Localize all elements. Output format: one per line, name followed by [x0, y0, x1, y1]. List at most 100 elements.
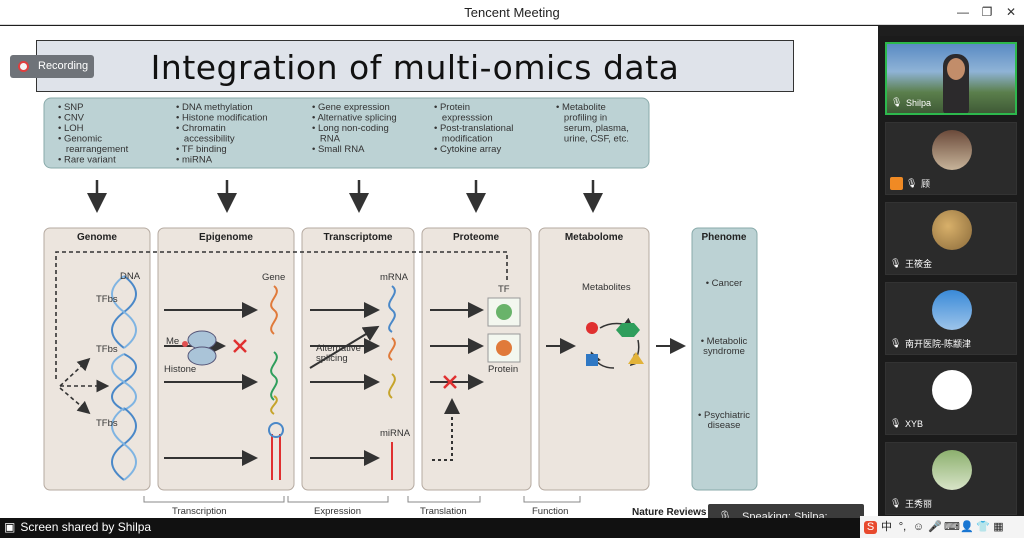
participant-tile[interactable]: 🎙 王秀丽 [885, 442, 1017, 515]
input-list-item: • miRNA [176, 155, 213, 166]
voice-icon[interactable]: 🎤 [928, 520, 942, 533]
column-title-proteome: Proteome [453, 232, 500, 243]
multi-omics-diagram: • SNP• CNV• LOH• Genomic rearrangement• … [43, 97, 758, 503]
input-list-genome: • SNP• CNV• LOH• Genomic rearrangement• … [58, 102, 129, 166]
restore-icon[interactable]: ❐ [981, 5, 993, 19]
emoji-icon[interactable]: ☺ [912, 520, 925, 533]
input-list-transcriptome: • Gene expression• Alternative splicing•… [312, 102, 397, 155]
slide-title-box: Integration of multi-omics data [36, 40, 794, 92]
avatar [932, 210, 972, 250]
sogou-icon[interactable]: S [864, 520, 877, 534]
column-proteome [421, 227, 532, 491]
input-list-item: • Gene expression [312, 102, 390, 113]
ime-language-toggle[interactable]: 中 [881, 520, 892, 533]
input-list-item: profiling in [556, 113, 607, 124]
feedback-arrow [59, 357, 91, 387]
slide-title: Integration of multi-omics data [150, 48, 680, 87]
recording-badge[interactable]: Recording [10, 55, 94, 78]
avatar [932, 130, 972, 170]
input-list-item: expresssion [434, 113, 493, 124]
bracket-transcription [143, 496, 285, 503]
participant-tile[interactable]: 🎙 XYB [885, 362, 1017, 435]
input-list-item: • Rare variant [58, 155, 116, 166]
ime-tray[interactable]: S 中 °, ☺ 🎤 ⌨ 👤 👕 ▦ [860, 516, 1024, 538]
blocked-icon [233, 339, 247, 353]
participant-name: XYB [905, 418, 924, 429]
tf-label: TF [498, 284, 510, 295]
process-transcription: Transcription [172, 506, 227, 517]
column-phenome [691, 227, 758, 491]
close-icon[interactable]: ✕ [1005, 5, 1017, 19]
metabolite-square [586, 354, 598, 366]
screen-shared-status: ▣ Screen shared by Shilpa [4, 520, 151, 534]
blocked-icon [443, 375, 457, 389]
input-list-item: • Chromatin [176, 123, 226, 134]
host-icon [890, 177, 903, 190]
input-list-item: • Post-translational [434, 123, 513, 134]
participant-name-row: 🎙 Shilpa [891, 95, 931, 110]
avatar [932, 290, 972, 330]
toolbox-icon[interactable]: ▦ [993, 520, 1004, 533]
participant-name: 南开医院-陈颛津 [905, 339, 971, 349]
mic-muted-icon: 🎙 [890, 257, 902, 268]
input-list-item: rearrangement [58, 144, 129, 155]
input-list-item: • Genomic [58, 134, 102, 145]
mirna-hairpin [271, 434, 281, 480]
input-list-item: urine, CSF, etc. [556, 134, 629, 145]
tfbs-label: TFbs [96, 294, 118, 305]
process-function: Function [532, 506, 569, 517]
input-list-item: • Alternative splicing [312, 113, 397, 124]
input-list-metabolome: • Metabolite profiling in serum, plasma,… [556, 102, 629, 145]
me-label: Me [166, 336, 179, 347]
bracket-translation [407, 496, 481, 503]
input-list-item: • Protein [434, 102, 470, 113]
metabolite-hexagon [616, 323, 640, 337]
keyboard-icon[interactable]: ⌨ [944, 520, 960, 533]
mic-muted-icon: 🎙 [890, 417, 902, 428]
feedback-arrow [59, 387, 91, 415]
input-list-item: • CNV [58, 113, 85, 124]
avatar [932, 370, 972, 410]
input-list-item: • TF binding [176, 144, 227, 155]
participant-tile[interactable]: 🎙 南开医院-陈颛津 [885, 282, 1017, 355]
input-list-item: RNA [312, 134, 341, 145]
phenome-metabolic: • Metabolic [701, 336, 748, 347]
phenome-psychiatric: • Psychiatric [698, 410, 750, 421]
participant-tile[interactable]: 🎙 Shilpa [885, 42, 1017, 115]
participant-panel: 🎙 Shilpa 🎙 顾 🎙 王筱金 🎙 南开医院-陈颛津 [880, 36, 1024, 518]
face [947, 58, 965, 80]
shared-screen: Integration of multi-omics data Recordin… [0, 26, 878, 518]
column-title-epigenome: Epigenome [199, 232, 253, 243]
histone-label: Histone [164, 364, 196, 375]
dna-helix-1 [111, 275, 137, 349]
avatar [932, 450, 972, 490]
flow-arrow [309, 325, 380, 369]
participant-tile[interactable]: 🎙 顾 [885, 122, 1017, 195]
alternative-label: Alternative [316, 343, 361, 354]
protein-label: Protein [488, 364, 518, 375]
input-list-item: • Histone modification [176, 113, 268, 124]
skin-icon[interactable]: 👕 [976, 520, 990, 533]
input-list-item: • LOH [58, 123, 84, 134]
process-expression: Expression [314, 506, 361, 517]
metabolite-triangle [628, 352, 644, 364]
feedback-path [55, 251, 508, 380]
recording-label: Recording [38, 60, 89, 72]
participant-name-row: 🎙 王筱金 [890, 256, 932, 271]
mrna-strands [388, 285, 396, 480]
phenome-syndrome: syndrome [703, 346, 745, 357]
protein-motif [496, 304, 512, 320]
dna-helix-3 [111, 407, 137, 481]
punctuation-icon[interactable]: °, [898, 520, 907, 533]
user-icon[interactable]: 👤 [960, 520, 974, 533]
minimize-icon[interactable]: — [957, 5, 969, 19]
bracket-expression [287, 496, 389, 503]
metabolite-circle [586, 322, 598, 334]
input-list-item: modification [434, 134, 493, 145]
participant-tile[interactable]: 🎙 王筱金 [885, 202, 1017, 275]
phenome-disease: disease [708, 420, 741, 431]
input-list-proteome: • Protein expresssion• Post-translationa… [434, 102, 513, 155]
multi-omics-figure: • SNP• CNV• LOH• Genomic rearrangement• … [40, 96, 765, 517]
dna-helix-2 [111, 353, 137, 411]
column-epigenome [157, 227, 295, 491]
